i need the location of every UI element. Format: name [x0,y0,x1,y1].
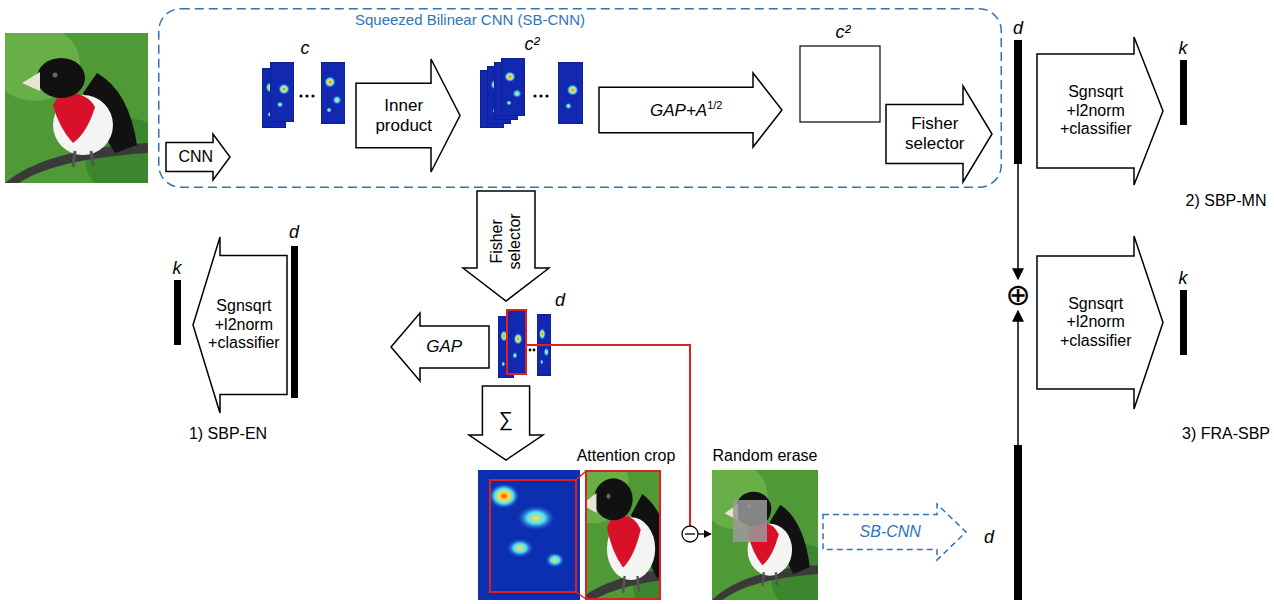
dimension-label: c² [836,22,851,43]
process-arrow: GAP [390,312,490,382]
vector-size-area: d [984,527,994,547]
label-area: Attention crop [577,447,676,465]
connector [1017,164,1019,279]
concat-symbol: ⊕ [1003,280,1033,310]
label-area: 2) SBP-MN [1186,192,1267,210]
dimension-label: k [1179,268,1188,289]
dimension-label: c [301,38,310,59]
arrow-label-area: Fisher selector [462,192,550,290]
label-area: d [555,290,565,311]
arrow-label-area: GAP+A1/2 [600,72,773,148]
vector-size: d [984,527,994,547]
arrow-label-area: CNN [167,133,225,181]
arrow-label-area: Sgnsqrt +l2norm +classifier [202,236,286,414]
label-area: c [301,38,310,59]
arrow-label-area: GAP [401,312,489,382]
arrow-label-area: Inner product [357,58,451,173]
dashed-border [159,9,1002,188]
arrow-label: Inner product [375,96,432,135]
group-title-area: Squeezed Bilinear CNN (SB-CNN) [220,11,720,29]
group-outline [158,8,1002,188]
arrow-label: Sgnsqrt +l2norm +classifier [1060,295,1132,350]
text-label: 2) SBP-MN [1186,192,1267,210]
process-arrow: Inner product [355,58,461,173]
arrow-label-area: SB-CNN [824,503,957,561]
process-arrow: CNN [165,133,231,181]
arrow-shape [599,73,782,147]
arrow-shape [166,134,230,180]
module-group: Squeezed Bilinear CNN (SB-CNN) CNN Inner p… [158,8,1002,188]
dimension-label: d [555,290,565,311]
label-area: 1) SBP-EN [189,425,267,443]
process-arrow: Sgnsqrt +l2norm +classifier [1036,235,1164,410]
arrow-label: GAP [426,337,462,357]
label-area: k [173,258,182,279]
arrow-label-area: Fisher selector [887,85,983,183]
dimension-label: d [289,222,299,243]
process-arrow: Sgnsqrt +l2norm +classifier [1036,36,1164,186]
group-title: Squeezed Bilinear CNN (SB-CNN) [355,11,585,29]
process-arrow: Fisher selector [462,190,550,302]
arrow-shape [356,59,460,172]
label-area: k [1179,38,1188,59]
text-label: 1) SBP-EN [189,425,267,443]
feature-vector: d [982,445,1026,600]
arrow-label-area: ∑ [468,387,544,452]
arrow-label: Fisher selector [905,114,965,153]
process-arrow: GAP+A1/2 [598,72,783,148]
arrow-label: ∑ [499,408,513,431]
arrow-label: SB-CNN [860,523,921,541]
dimension-label: k [173,258,182,279]
vector-bar [1014,40,1022,164]
arrow-label-main: GAP+A [650,101,707,120]
dimension-label: k [1179,38,1188,59]
feature-vector: d [1004,18,1032,164]
connector [1017,311,1019,445]
process-arrow: Fisher selector [885,85,993,183]
text-label: Attention crop [577,447,676,465]
arrow-label-superscript: 1/2 [707,99,722,111]
dimension-label: c² [525,34,540,55]
arrow-shape [1037,236,1163,409]
arrow-shape [469,386,543,460]
label-area: Random erase [713,447,818,465]
text-label: Random erase [713,447,818,465]
arrow-label: Fisher selector [488,213,525,269]
label-area: d [289,222,299,243]
arrow-shape [886,86,992,182]
arrow-label: CNN [179,148,214,166]
label-area: c² [836,22,851,43]
vector-bar [1014,445,1022,600]
text-label: 3) FRA-SBP [1182,425,1270,443]
process-arrow: SB-CNN [822,503,967,561]
arrow-shape [463,191,549,301]
arrow-shape [193,237,287,413]
vector-size: d [1004,18,1032,38]
label-area: k [1179,268,1188,289]
arrow-shape [391,313,489,381]
process-arrow: ∑ [468,385,544,461]
label-area: 3) FRA-SBP [1182,425,1270,443]
arrow-label-area: Sgnsqrt +l2norm +classifier [1038,36,1154,186]
arrow-shape [1037,37,1163,185]
arrow-label: GAP+A1/2 [650,99,722,120]
arrow-label: Sgnsqrt +l2norm +classifier [1060,83,1132,138]
arrow-shape [823,504,966,560]
label-area: c² [525,34,540,55]
arrow-label-area: Sgnsqrt +l2norm +classifier [1038,235,1154,410]
concat-sign: ⊕ [1003,280,1033,310]
arrow-label: Sgnsqrt +l2norm +classifier [208,297,280,352]
process-arrow: Sgnsqrt +l2norm +classifier [192,236,288,414]
